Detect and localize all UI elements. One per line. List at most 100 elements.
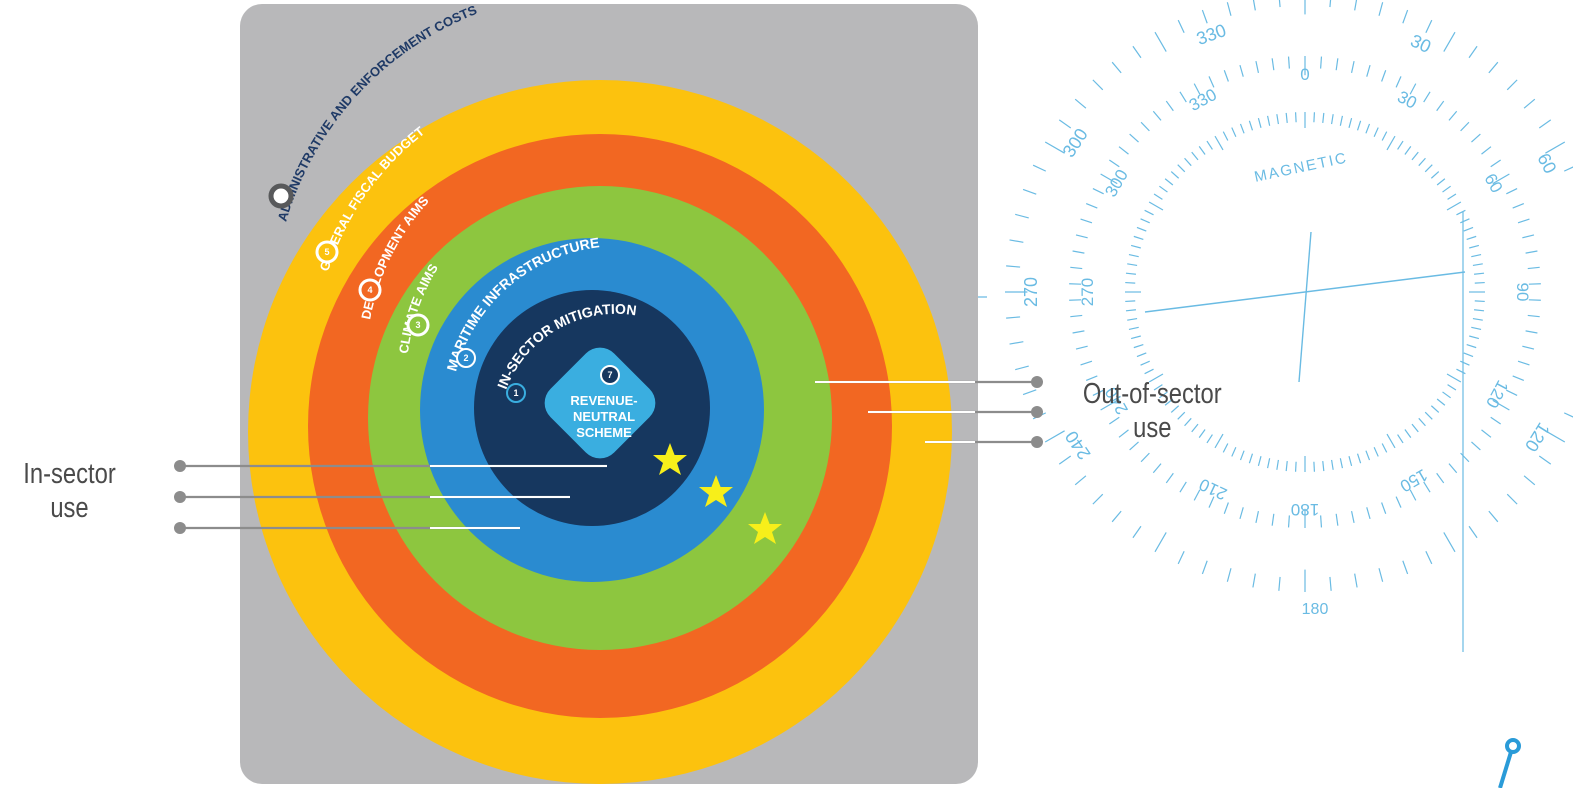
compass-tick <box>1080 218 1093 224</box>
in-sector-label-line-2: use <box>50 492 89 524</box>
compass-tick <box>1159 185 1168 193</box>
compass-tick <box>1472 318 1483 321</box>
compass-tick <box>1287 56 1290 69</box>
compass-tick <box>1072 250 1085 254</box>
compass-tick <box>1490 416 1501 425</box>
compass-tick <box>1320 515 1323 528</box>
badge-4-number: 4 <box>367 285 372 295</box>
compass-tick <box>1193 83 1201 95</box>
compass-tick <box>1252 0 1256 11</box>
compass-tick <box>1522 234 1535 239</box>
compass-tick <box>1430 171 1440 179</box>
compass-tick <box>1418 157 1426 167</box>
compass-tick <box>1133 343 1144 349</box>
compass-inner-number: 30 <box>1394 87 1420 113</box>
compass-tick <box>1266 458 1271 469</box>
compass-tick <box>1397 140 1404 150</box>
compass-tick <box>1239 123 1245 134</box>
compass-tick <box>1118 146 1129 155</box>
compass-tick <box>1231 447 1237 457</box>
compass-tick <box>1522 345 1535 350</box>
compass-magnetic-label: MAGNETIC <box>1253 149 1350 185</box>
compass-tick <box>1425 550 1433 565</box>
compass-tick <box>1152 463 1162 474</box>
compass-tick <box>1276 459 1279 470</box>
compass-tick <box>1276 114 1279 125</box>
compass-inner-number: 300 <box>1101 166 1132 200</box>
badge-7 <box>600 365 620 385</box>
compass-tick <box>1350 61 1355 74</box>
compass-tick <box>1170 405 1180 413</box>
compass-tick <box>1255 61 1260 74</box>
compass-tick <box>1179 91 1187 103</box>
compass-tick <box>1563 412 1573 418</box>
compass-tick <box>1335 58 1339 71</box>
compass-tick <box>1164 398 1174 406</box>
compass-tick <box>1446 373 1462 383</box>
compass-tick <box>1193 489 1201 501</box>
compass-tick <box>1373 127 1379 137</box>
compass-tick <box>1329 0 1332 8</box>
compass-tick <box>1266 115 1271 126</box>
compass-tick <box>1563 166 1573 172</box>
compass-tick <box>1070 266 1083 270</box>
compass-inner-number: 60 <box>1480 170 1506 196</box>
badge-2 <box>456 348 476 368</box>
compass-tick <box>1170 171 1180 179</box>
badge-3-number: 3 <box>415 320 420 330</box>
compass-tick <box>1418 417 1426 427</box>
compass-tick <box>1436 100 1445 112</box>
compass-tick <box>1208 496 1215 508</box>
compass-tick <box>1177 550 1185 565</box>
compass-tick <box>1339 458 1344 469</box>
compass-inner-number: 330 <box>1186 85 1220 115</box>
compass-tick <box>1191 151 1199 161</box>
core-line-3: SCHEME <box>576 425 632 440</box>
compass-tick <box>1252 573 1256 588</box>
out-sector-label-line-1: Out-of-sector <box>1082 378 1222 410</box>
compass-tick <box>1132 525 1142 539</box>
compass-tick <box>1517 360 1530 366</box>
compass-tick <box>1366 64 1371 77</box>
compass-tick <box>1474 272 1485 275</box>
compass-tick <box>1198 146 1206 155</box>
compass-tick <box>1350 510 1355 523</box>
compass-tick <box>1130 244 1141 249</box>
compass-tick <box>1411 423 1419 433</box>
compass-tick <box>1460 452 1470 463</box>
compass-bottom-number: 180 <box>1302 601 1329 618</box>
core-line-2: NEUTRAL <box>573 409 635 424</box>
in-sector-leader-3-dot <box>174 522 186 534</box>
compass-tick <box>1191 423 1199 433</box>
compass-tick <box>1378 568 1384 582</box>
compass-tick <box>1329 576 1332 591</box>
compass-tick <box>1356 453 1362 464</box>
logo-pin-icon <box>1498 738 1521 788</box>
compass-tick <box>1474 281 1485 284</box>
compass-tick <box>1469 244 1480 249</box>
compass-tick <box>1404 429 1412 438</box>
compass-tick <box>1100 173 1118 185</box>
compass-tick <box>1100 399 1118 411</box>
compass-tick <box>1140 452 1150 463</box>
compass-tick <box>1313 112 1316 123</box>
badge-6 <box>268 183 294 209</box>
badge-1 <box>506 383 526 403</box>
compass-tick <box>1471 326 1482 331</box>
compass-tick <box>1474 309 1485 312</box>
compass-tick <box>1446 201 1462 211</box>
compass-tick <box>1177 411 1186 420</box>
compass-tick <box>1075 234 1088 239</box>
compass-tick <box>1523 98 1536 109</box>
out-sector-leader-2-dot <box>1031 406 1043 418</box>
compass-tick <box>1443 31 1456 52</box>
badge-3 <box>406 313 430 337</box>
compass-tick <box>1322 461 1325 472</box>
compass-tick <box>1129 441 1139 451</box>
compass-tick <box>1222 131 1229 141</box>
compass-tick <box>1164 178 1174 186</box>
compass-tick <box>1214 135 1224 151</box>
compass-tick <box>1231 127 1237 137</box>
compass-tick <box>1015 213 1029 219</box>
compass-tick <box>1271 58 1275 71</box>
